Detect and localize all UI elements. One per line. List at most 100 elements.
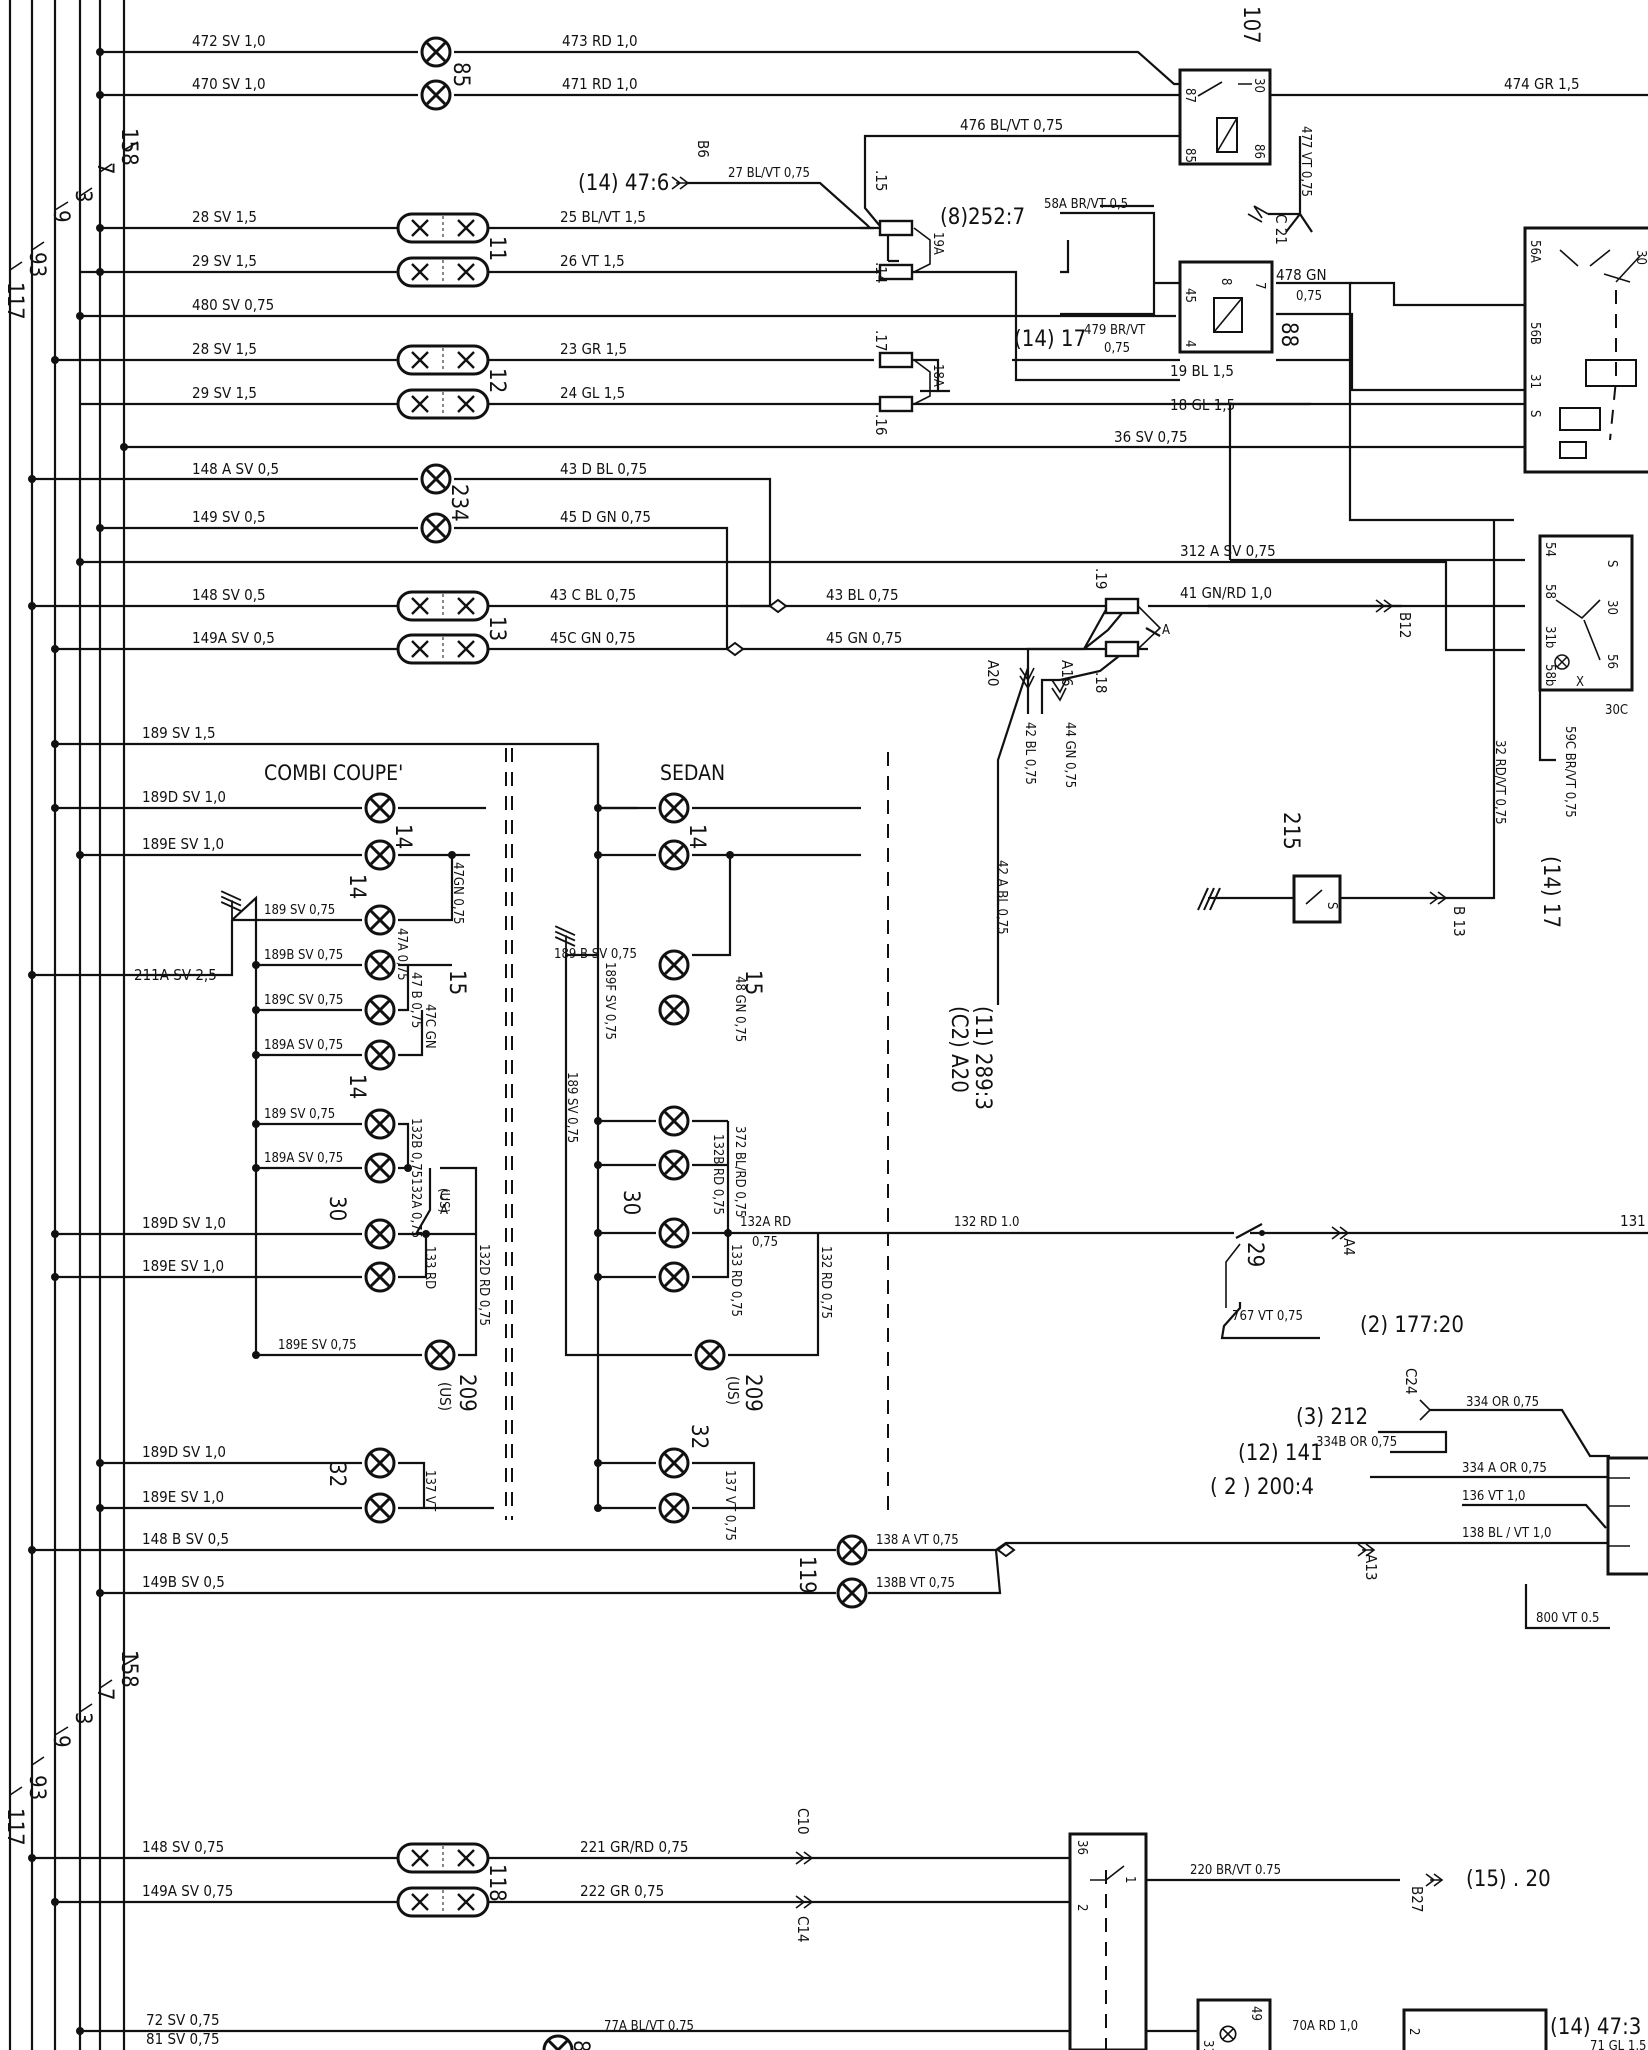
- pin-label: S: [1324, 902, 1339, 909]
- wire-label: 48 GN 0,75: [732, 976, 747, 1042]
- component-30: 30: [618, 1190, 643, 1215]
- wire-label: 473 RD 1,0: [562, 32, 638, 50]
- wire-label: 189 B SV 0,75: [554, 947, 637, 962]
- connector-b12: B12: [1396, 612, 1414, 638]
- pin-label: 31: [1527, 374, 1542, 389]
- wire-label: 132 RD 1.0: [954, 1215, 1019, 1230]
- wire-label: 148 SV 0,75: [142, 1838, 224, 1856]
- pin-label: 56B: [1527, 322, 1542, 345]
- region-label: (US): [436, 1188, 451, 1213]
- wire-label: 41 GN/RD 1,0: [1180, 584, 1272, 602]
- component-32: 32: [324, 1462, 349, 1487]
- wire-label: 211A SV 2,5: [134, 966, 217, 984]
- wire-label: 471 RD 1,0: [562, 75, 638, 93]
- component-234: 234: [446, 484, 471, 522]
- component-13: 13: [484, 616, 509, 641]
- fuse-label: .19: [1092, 568, 1110, 589]
- pin-label: 58: [1542, 584, 1557, 599]
- wire-label: 148 A SV 0,5: [192, 460, 279, 478]
- pin-label: S: [1527, 410, 1542, 417]
- switch-29: [1225, 1223, 1265, 1308]
- switch-box-upper: 56A 56B 31 S 30: [1523, 226, 1648, 474]
- wire-label: 36 SV 0,75: [1114, 428, 1188, 446]
- wire-label: 32 RD/VT 0,75: [1492, 740, 1507, 825]
- wire-label: 138 BL / VT 1,0: [1462, 1526, 1551, 1541]
- component-209-us: (US): [724, 1376, 742, 1405]
- component-107: 107: [1238, 6, 1263, 44]
- wire-label: 149A SV 0,5: [192, 629, 275, 647]
- wires-lower: [32, 1302, 1610, 2033]
- reference-label: (2) 177:20: [1360, 1313, 1464, 1338]
- junction-label: 19A: [930, 232, 945, 255]
- pin-label: S: [1604, 560, 1619, 567]
- wire-label: 23 GR 1,5: [560, 340, 627, 358]
- pin-label: 4: [1182, 340, 1197, 347]
- wire-label: 189A SV 0,75: [264, 1038, 343, 1053]
- sedan-block: [564, 744, 1648, 1510]
- wire-label: 334 OR 0,75: [1466, 1395, 1539, 1410]
- bus-label: 117: [2, 1808, 27, 1846]
- component-15: 15: [444, 970, 469, 995]
- wire-label: 767 VT 0,75: [1232, 1309, 1303, 1324]
- wire-label: 28 SV 1,5: [192, 340, 257, 358]
- wire-label: 334B OR 0,75: [1316, 1435, 1397, 1450]
- connector-a13: A13: [1362, 1554, 1380, 1580]
- junction-label: A: [1162, 623, 1170, 638]
- wire-label: 58A BR/VT 0,5: [1044, 197, 1128, 212]
- reference-label: (11) 289:3: [970, 1006, 995, 1110]
- wire-label: 29 SV 1,5: [192, 384, 257, 402]
- wire-label: 189A SV 0,75: [264, 1151, 343, 1166]
- component-32: 32: [686, 1424, 711, 1449]
- wire-label: 800 VT 0.5: [1536, 1611, 1599, 1626]
- splice-points: [725, 598, 1016, 1558]
- wire-label: 149A SV 0,75: [142, 1882, 233, 1900]
- wire-label: 189 SV 0,75: [564, 1072, 579, 1143]
- bus-label: 158: [116, 128, 141, 166]
- relay-118: 36 1 2: [1068, 1832, 1148, 2050]
- wire-label: 45 GN 0,75: [826, 629, 902, 647]
- wire-label: 131: [1620, 1212, 1646, 1230]
- pin-label: 56A: [1527, 240, 1542, 263]
- wire-label: 189 SV 0,75: [264, 903, 335, 918]
- wire-label: 149B SV 0,5: [142, 1573, 225, 1591]
- fuse-blocks: .15 .14 .17 .16 19A 18A A .19 .18: [872, 170, 1170, 693]
- component-11: 11: [484, 236, 509, 261]
- wire-label: 44 GN 0,75: [1062, 722, 1077, 788]
- wire-label: 28 SV 1,5: [192, 208, 257, 226]
- reference-label: (14) 47:3: [1550, 2015, 1641, 2040]
- sedan-heading: SEDAN: [660, 761, 725, 785]
- component-85: 85: [448, 62, 473, 87]
- component-14: 14: [344, 1074, 369, 1099]
- pin-label: 45: [1182, 288, 1197, 303]
- bus-label: 117: [2, 282, 27, 320]
- pin-label: 30: [1251, 78, 1266, 93]
- reference-label: (14) 17: [1014, 327, 1086, 352]
- reference-label: (12) 141: [1238, 1441, 1323, 1466]
- component-15: 15: [740, 970, 765, 995]
- wire-label: 137 VT: [422, 1470, 437, 1512]
- wire-label: 189B SV 0,75: [264, 948, 343, 963]
- wire-label: 220 BR/VT 0.75: [1190, 1863, 1281, 1878]
- wire-label: 47C GN: [422, 1004, 437, 1049]
- pin-label: 30C: [1605, 703, 1628, 718]
- wires-top: [55, 50, 1648, 522]
- wire-label: 138 A VT 0,75: [876, 1533, 959, 1548]
- bus-label: 9: [48, 210, 73, 223]
- switch-box-lower: 54 S 58 30 31b 56 58b X 30C: [1538, 534, 1634, 718]
- wire-label: 42 A BL 0,75: [994, 860, 1009, 935]
- wire-label: 43 D BL 0,75: [560, 460, 647, 478]
- wire-label: 27 BL/VT 0,75: [728, 166, 810, 181]
- wire-label: 132 RD 0,75: [818, 1246, 833, 1319]
- wire-label: 189E SV 1,0: [142, 1257, 224, 1275]
- component-29: 29: [1242, 1242, 1267, 1267]
- pin-label: 49: [1248, 2006, 1263, 2021]
- pin-label: 30: [1604, 600, 1619, 615]
- connector-a4: A4: [1340, 1238, 1358, 1256]
- connector-c14: C14: [794, 1916, 812, 1943]
- combi-coupe-heading: COMBI COUPE': [264, 761, 403, 785]
- component-14: 14: [390, 824, 415, 849]
- wire-label: 59C BR/VT 0,75: [1562, 726, 1577, 818]
- wire-label: 77A BL/VT 0,75: [604, 2019, 694, 2034]
- wire-label: 132B 0,75: [408, 1118, 423, 1178]
- wire-label: 132D RD 0,75: [476, 1244, 491, 1326]
